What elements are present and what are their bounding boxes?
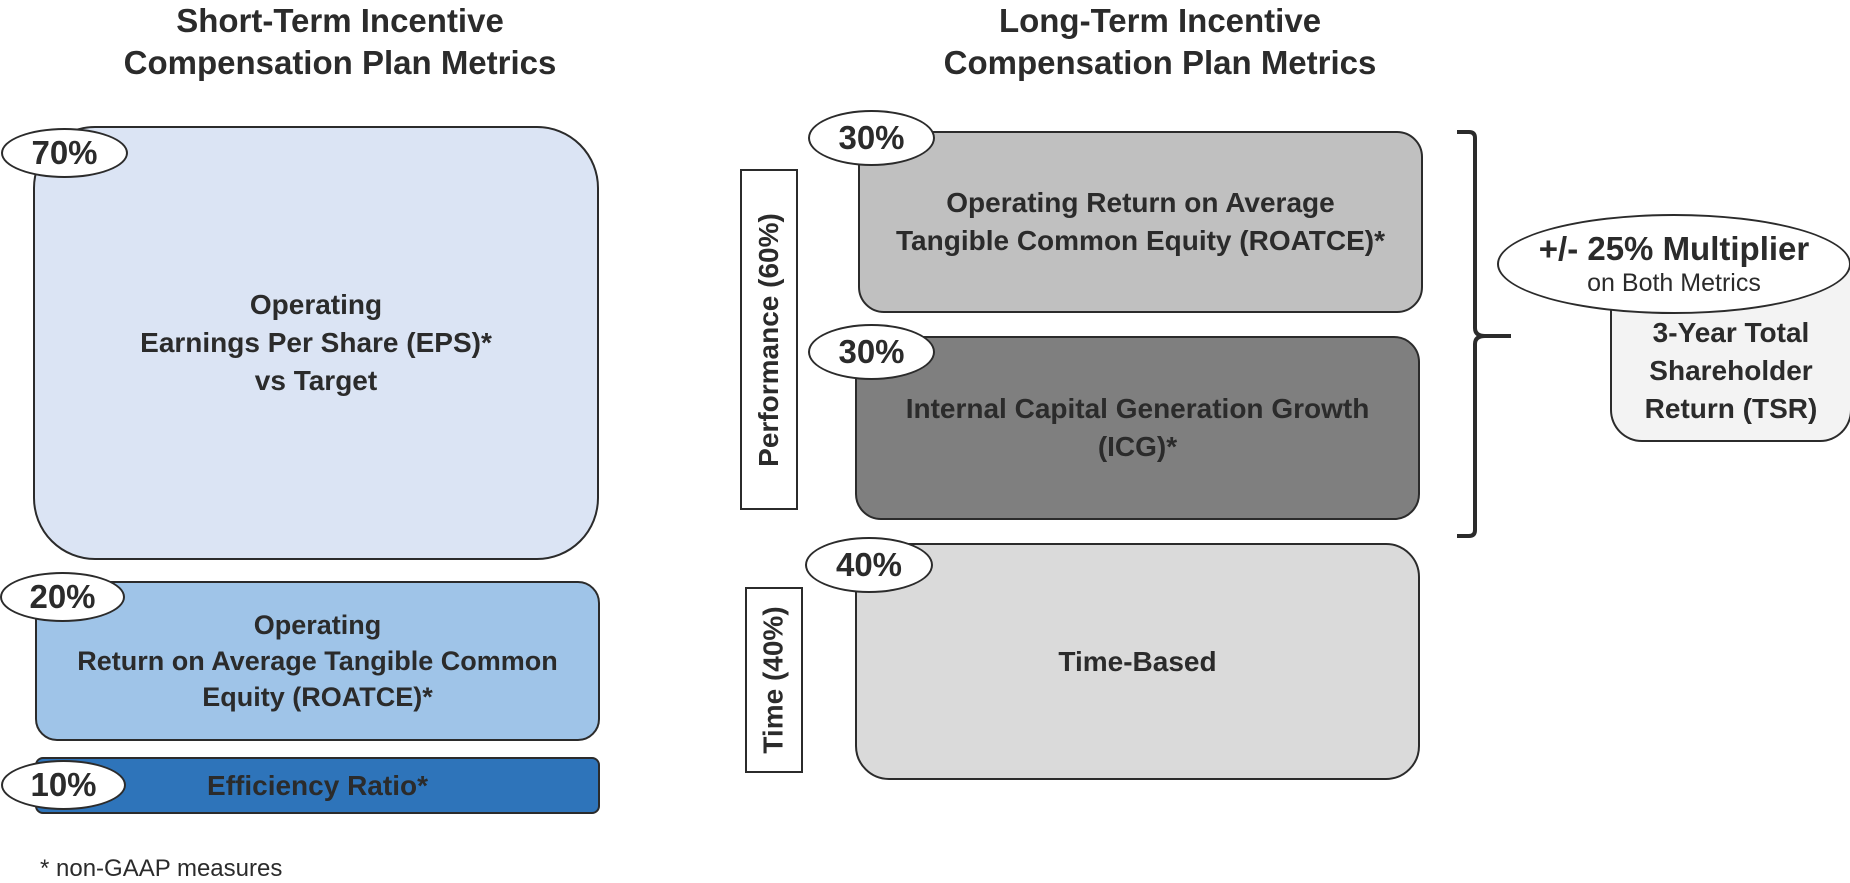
footnote: * non-GAAP measures: [40, 855, 283, 882]
eps-percent-badge: 70%: [1, 128, 128, 178]
time-based-metric-label: Time-Based: [1058, 645, 1217, 677]
performance-group-label: Performance (60%): [740, 169, 798, 510]
time-group-label: Time (40%): [745, 587, 803, 773]
icg-percent-badge: 30%: [808, 324, 935, 380]
efficiency-ratio-metric-box: Efficiency Ratio*: [35, 757, 600, 814]
icg-metric-label: Internal Capital Generation Growth (ICG)…: [905, 393, 1370, 462]
multiplier-headline: +/- 25% Multiplier: [1538, 230, 1810, 267]
time-based-percent-badge: 40%: [805, 537, 933, 593]
performance-group-text: Performance (60%): [753, 212, 784, 467]
lt-roatce-metric-label: Operating Return on Average Tangible Com…: [896, 187, 1385, 256]
time-based-metric-box: Time-Based: [855, 543, 1420, 780]
lt-roatce-percent-badge: 30%: [808, 110, 935, 166]
icg-metric-box: Internal Capital Generation Growth (ICG)…: [855, 336, 1420, 520]
eps-metric-box: Operating Earnings Per Share (EPS)* vs T…: [33, 126, 599, 560]
tsr-metric-label: 3-Year Total Shareholder Return (TSR): [1644, 317, 1818, 424]
efficiency-ratio-label: Efficiency Ratio*: [207, 769, 428, 801]
multiplier-ellipse: +/- 25% Multiplier on Both Metrics: [1497, 214, 1850, 314]
efficiency-ratio-percent-badge: 10%: [1, 760, 126, 810]
short-term-title: Short-Term Incentive Compensation Plan M…: [123, 2, 557, 81]
st-roatce-metric-box: Operating Return on Average Tangible Com…: [35, 581, 600, 741]
lt-roatce-metric-box: Operating Return on Average Tangible Com…: [858, 131, 1423, 313]
st-roatce-metric-label: Operating Return on Average Tangible Com…: [77, 610, 558, 712]
st-roatce-percent-badge: 20%: [0, 572, 125, 622]
multiplier-subline: on Both Metrics: [1587, 269, 1761, 297]
time-group-text: Time (40%): [758, 606, 790, 754]
long-term-title: Long-Term Incentive Compensation Plan Me…: [943, 2, 1377, 81]
performance-bracket: [1457, 130, 1511, 538]
eps-metric-label: Operating Earnings Per Share (EPS)* vs T…: [140, 289, 492, 396]
